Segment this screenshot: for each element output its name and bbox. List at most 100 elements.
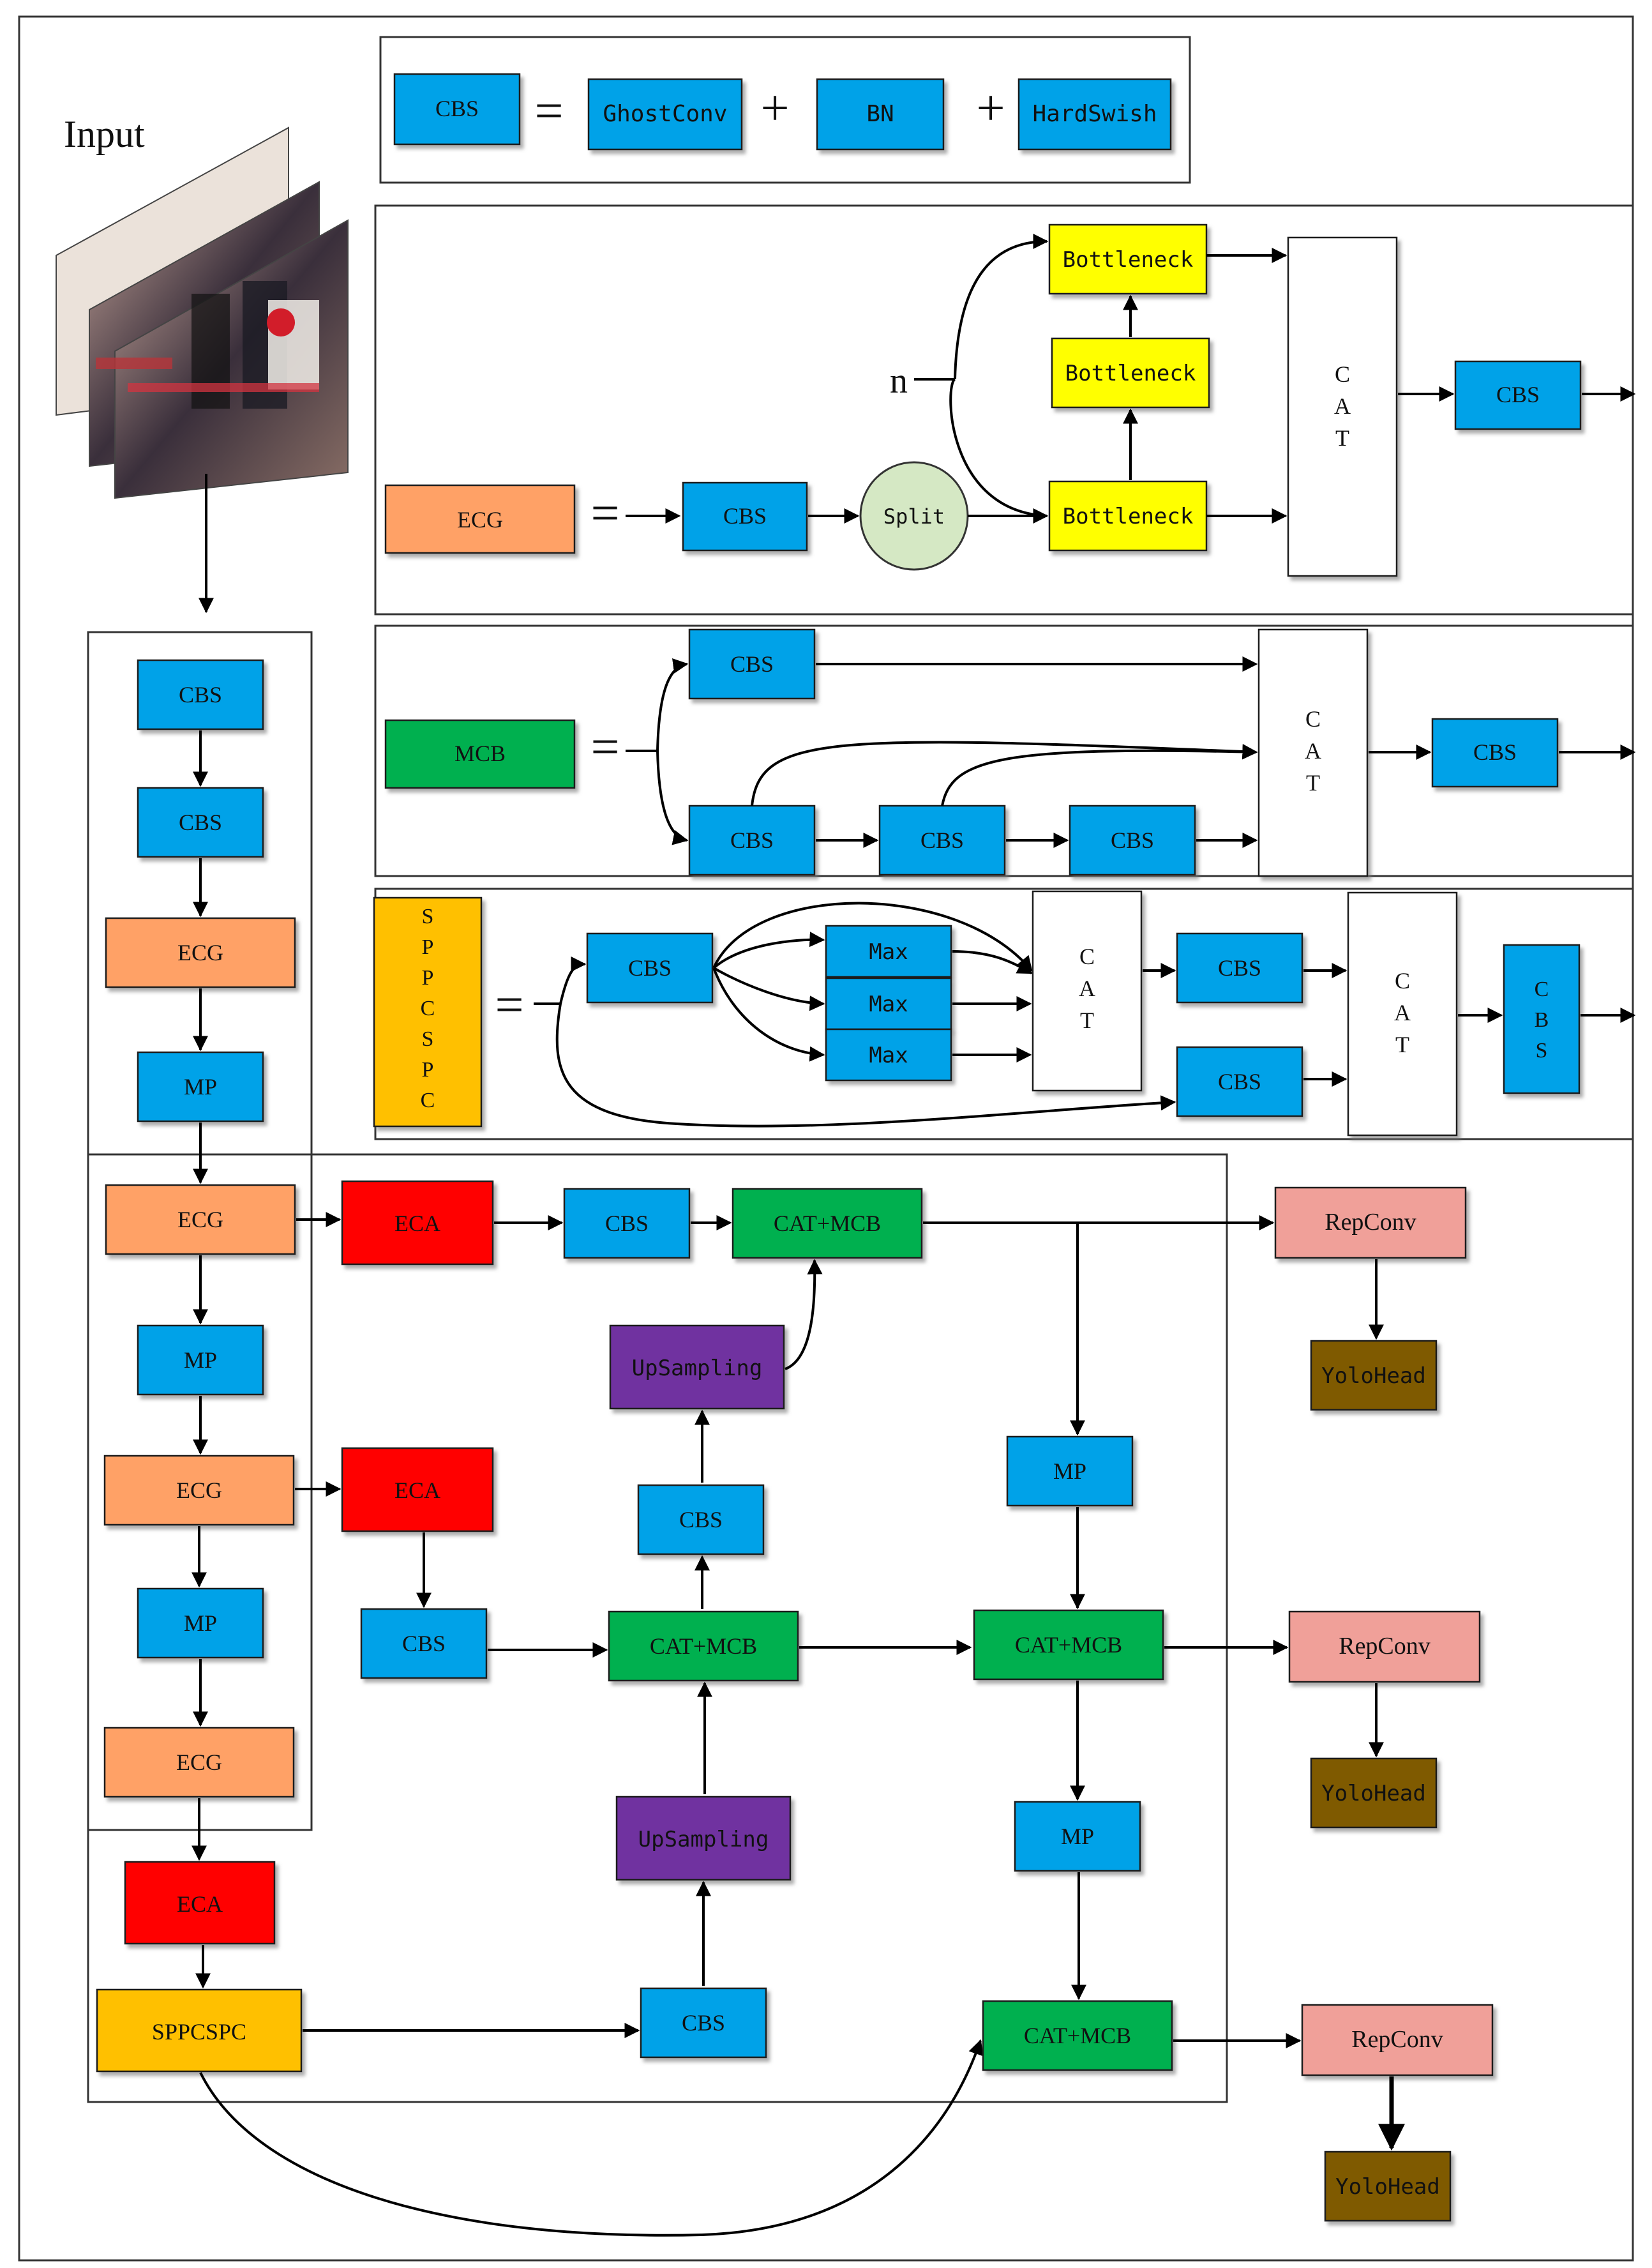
repconv-1: RepConv (1274, 1186, 1467, 1259)
neck-cbs-2: CBS (360, 1608, 488, 1679)
legend-cbs: CBS (393, 73, 521, 146)
svg-text:Bottleneck: Bottleneck (1063, 247, 1194, 273)
spp-max-2: Max (825, 977, 952, 1031)
svg-text:HardSwish: HardSwish (1032, 101, 1157, 127)
svg-text:CBS: CBS (435, 96, 479, 121)
neck-upsampling-1: UpSampling (609, 1324, 785, 1410)
backbone-sppcspc: SPPCSPC (96, 1988, 303, 2073)
svg-text:A: A (1394, 1000, 1411, 1025)
svg-text:CBS: CBS (1218, 1069, 1261, 1094)
svg-text:CAT+MCB: CAT+MCB (1015, 1632, 1122, 1658)
spp-cbs-in: CBS (586, 932, 714, 1004)
neck-frame (87, 1153, 1228, 2103)
svg-text:CBS: CBS (1496, 382, 1540, 407)
svg-text:MP: MP (1053, 1458, 1086, 1484)
backbone-mp-2: MP (137, 1324, 264, 1396)
neck-cbs-1: CBS (563, 1188, 691, 1259)
ecg-n-label: n (890, 361, 908, 401)
neck-cbs-up: CBS (637, 1484, 765, 1555)
svg-text:SPPCSPC: SPPCSPC (152, 2019, 246, 2045)
spp-cat-2: C A T (1347, 891, 1458, 1137)
svg-text:CAT+MCB: CAT+MCB (774, 1211, 881, 1236)
svg-text:YoloHead: YoloHead (1321, 1363, 1426, 1389)
svg-text:A: A (1079, 976, 1095, 1001)
svg-text:CAT+MCB: CAT+MCB (650, 1633, 757, 1659)
svg-text:C: C (1335, 361, 1350, 387)
ecg-cat: C A T (1287, 236, 1398, 577)
svg-text:CAT+MCB: CAT+MCB (1024, 2023, 1131, 2048)
ecg-bottleneck-top: Bottleneck (1048, 223, 1208, 295)
svg-text:CBS: CBS (605, 1211, 649, 1236)
legend-frame (379, 36, 1191, 184)
spp-cbs-mid: CBS (1176, 932, 1303, 1004)
svg-text:MP: MP (1061, 1824, 1094, 1849)
svg-text:ECA: ECA (394, 1211, 440, 1236)
legend-ghostconv: GhostConv (587, 78, 743, 151)
svg-text:Max: Max (869, 992, 908, 1017)
neck-cbs-3: CBS (640, 1987, 767, 2059)
neck-catmcb-top: CAT+MCB (732, 1188, 923, 1259)
neck-eca-2: ECA (341, 1447, 494, 1532)
svg-text:CBS: CBS (1111, 828, 1154, 853)
svg-text:P: P (422, 935, 434, 959)
input-label: Input (64, 113, 145, 155)
svg-text:C: C (1305, 706, 1321, 732)
svg-text:CBS: CBS (730, 651, 774, 677)
neck-catmcb-mid-left: CAT+MCB (608, 1610, 799, 1682)
mcb-cbs-chain-2: CBS (878, 805, 1006, 876)
neck-eca-1: ECA (341, 1180, 494, 1266)
neck-mp-1: MP (1006, 1435, 1134, 1507)
svg-text:T: T (1335, 425, 1349, 451)
legend-plus-2: + (976, 80, 1005, 137)
svg-text:C: C (1395, 968, 1410, 994)
svg-text:CBS: CBS (920, 828, 964, 853)
spp-max-1: Max (825, 925, 952, 978)
yolohead-2: YoloHead (1310, 1757, 1438, 1829)
neck-mp-2: MP (1014, 1801, 1141, 1872)
backbone-mp-3: MP (137, 1587, 264, 1659)
svg-text:A: A (1305, 738, 1321, 764)
svg-text:A: A (1334, 393, 1351, 419)
svg-text:CBS: CBS (1218, 955, 1261, 981)
repconv-2: RepConv (1288, 1610, 1481, 1683)
svg-text:YoloHead: YoloHead (1321, 1781, 1426, 1806)
svg-text:MP: MP (184, 1347, 217, 1373)
svg-text:P: P (422, 966, 434, 990)
legend-hardswish: HardSwish (1017, 78, 1172, 151)
svg-text:MCB: MCB (454, 741, 506, 766)
neck-catmcb-mid-right: CAT+MCB (973, 1609, 1164, 1681)
backbone-ecg-4: ECG (103, 1727, 295, 1798)
svg-text:UpSampling: UpSampling (638, 1827, 769, 1852)
svg-text:T: T (1395, 1032, 1409, 1057)
backbone-eca: ECA (124, 1861, 276, 1945)
svg-text:S: S (422, 905, 434, 928)
legend-plus-1: + (760, 80, 789, 137)
svg-text:CBS: CBS (402, 1631, 446, 1656)
backbone-ecg-3: ECG (103, 1455, 295, 1526)
backbone-cbs-1: CBS (137, 659, 264, 730)
ecg-module-frame (374, 204, 1634, 616)
neck-upsampling-2: UpSampling (615, 1796, 792, 1881)
mcb-cbs-chain-3: CBS (1069, 805, 1196, 876)
svg-text:Split: Split (883, 504, 945, 529)
svg-text:Max: Max (869, 939, 908, 965)
svg-text:CBS: CBS (723, 503, 767, 529)
svg-text:RepConv: RepConv (1339, 1633, 1430, 1659)
svg-text:S: S (422, 1027, 434, 1051)
svg-text:ECG: ECG (177, 940, 223, 965)
svg-text:CBS: CBS (1473, 739, 1517, 765)
svg-text:RepConv: RepConv (1325, 1209, 1416, 1236)
svg-text:CBS: CBS (179, 682, 222, 707)
svg-text:T: T (1306, 770, 1320, 796)
spp-cat-1: C A T (1032, 890, 1143, 1092)
svg-text:ECG: ECG (176, 1750, 222, 1775)
ecg-equals: = (590, 485, 619, 541)
svg-text:GhostConv: GhostConv (603, 101, 727, 127)
legend-bn: BN (816, 78, 945, 151)
svg-text:CBS: CBS (679, 1507, 723, 1532)
svg-text:C: C (421, 1089, 435, 1112)
svg-text:T: T (1080, 1008, 1094, 1033)
svg-text:ECG: ECG (457, 507, 503, 533)
svg-text:UpSampling: UpSampling (632, 1356, 763, 1381)
svg-text:P: P (422, 1058, 434, 1082)
